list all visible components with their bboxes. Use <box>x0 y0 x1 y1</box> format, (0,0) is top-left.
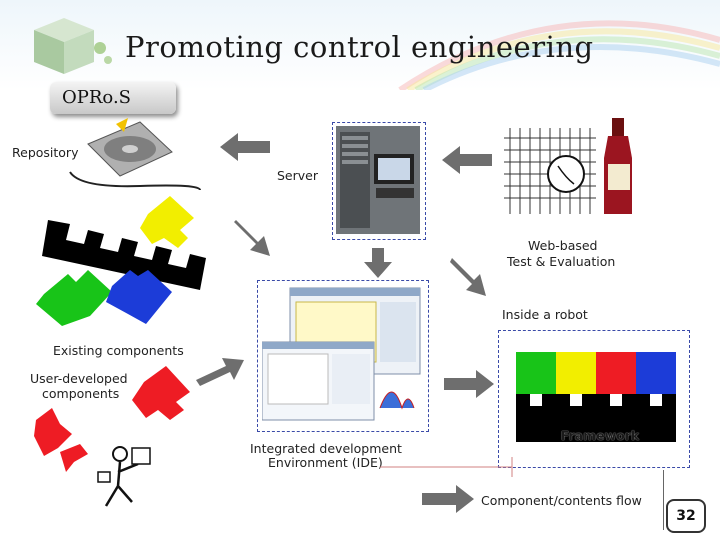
web-based-label: Web-based <box>528 238 598 253</box>
page-divider <box>663 470 664 530</box>
badge-label: OPRo.S <box>62 87 131 108</box>
slide-title: Promoting control engineering <box>125 30 594 64</box>
framework-label: Framework <box>560 428 640 443</box>
robot-box <box>498 330 690 468</box>
server-rack-icon <box>336 126 420 234</box>
developer-figure-icon <box>97 446 151 507</box>
arrow-components-to-ide <box>234 220 270 256</box>
user-components-graphic <box>34 366 190 472</box>
rainbow-decoration <box>398 20 720 90</box>
arrow-web-to-server <box>442 146 492 174</box>
ide-label-1: Integrated development <box>250 441 402 456</box>
connector-line <box>380 457 513 477</box>
hard-disk-icon <box>87 118 173 177</box>
inside-robot-label: Inside a robot <box>502 307 588 322</box>
arrow-legend <box>422 485 474 513</box>
existing-components-graphic <box>36 196 206 326</box>
ide-box <box>257 280 429 432</box>
ide-label-2: Environment (IDE) <box>268 455 383 470</box>
user-developed-label-1: User-developed <box>30 371 128 386</box>
flow-legend-label: Component/contents flow <box>481 493 642 508</box>
existing-components-label: Existing components <box>53 343 184 358</box>
arrow-server-to-repository <box>220 133 270 161</box>
server-label: Server <box>277 168 318 183</box>
oproS-badge: OPRo.S <box>50 82 176 114</box>
arrow-web-to-robot <box>450 258 486 296</box>
ide-screenshots <box>262 287 421 421</box>
repository-label: Repository <box>12 145 79 160</box>
test-evaluation-label: Test & Evaluation <box>507 254 616 269</box>
arrow-ide-to-robot <box>444 370 494 398</box>
logo-cube-icon <box>34 18 112 74</box>
page-number: 32 <box>666 499 706 533</box>
server-box <box>332 122 426 240</box>
web-test-grid <box>504 118 632 214</box>
cable-line <box>69 171 201 191</box>
user-developed-label-2: components <box>42 386 120 401</box>
arrow-user-to-ide <box>196 358 244 386</box>
framework-graphic <box>516 352 676 442</box>
arrow-server-to-ide <box>364 248 392 278</box>
